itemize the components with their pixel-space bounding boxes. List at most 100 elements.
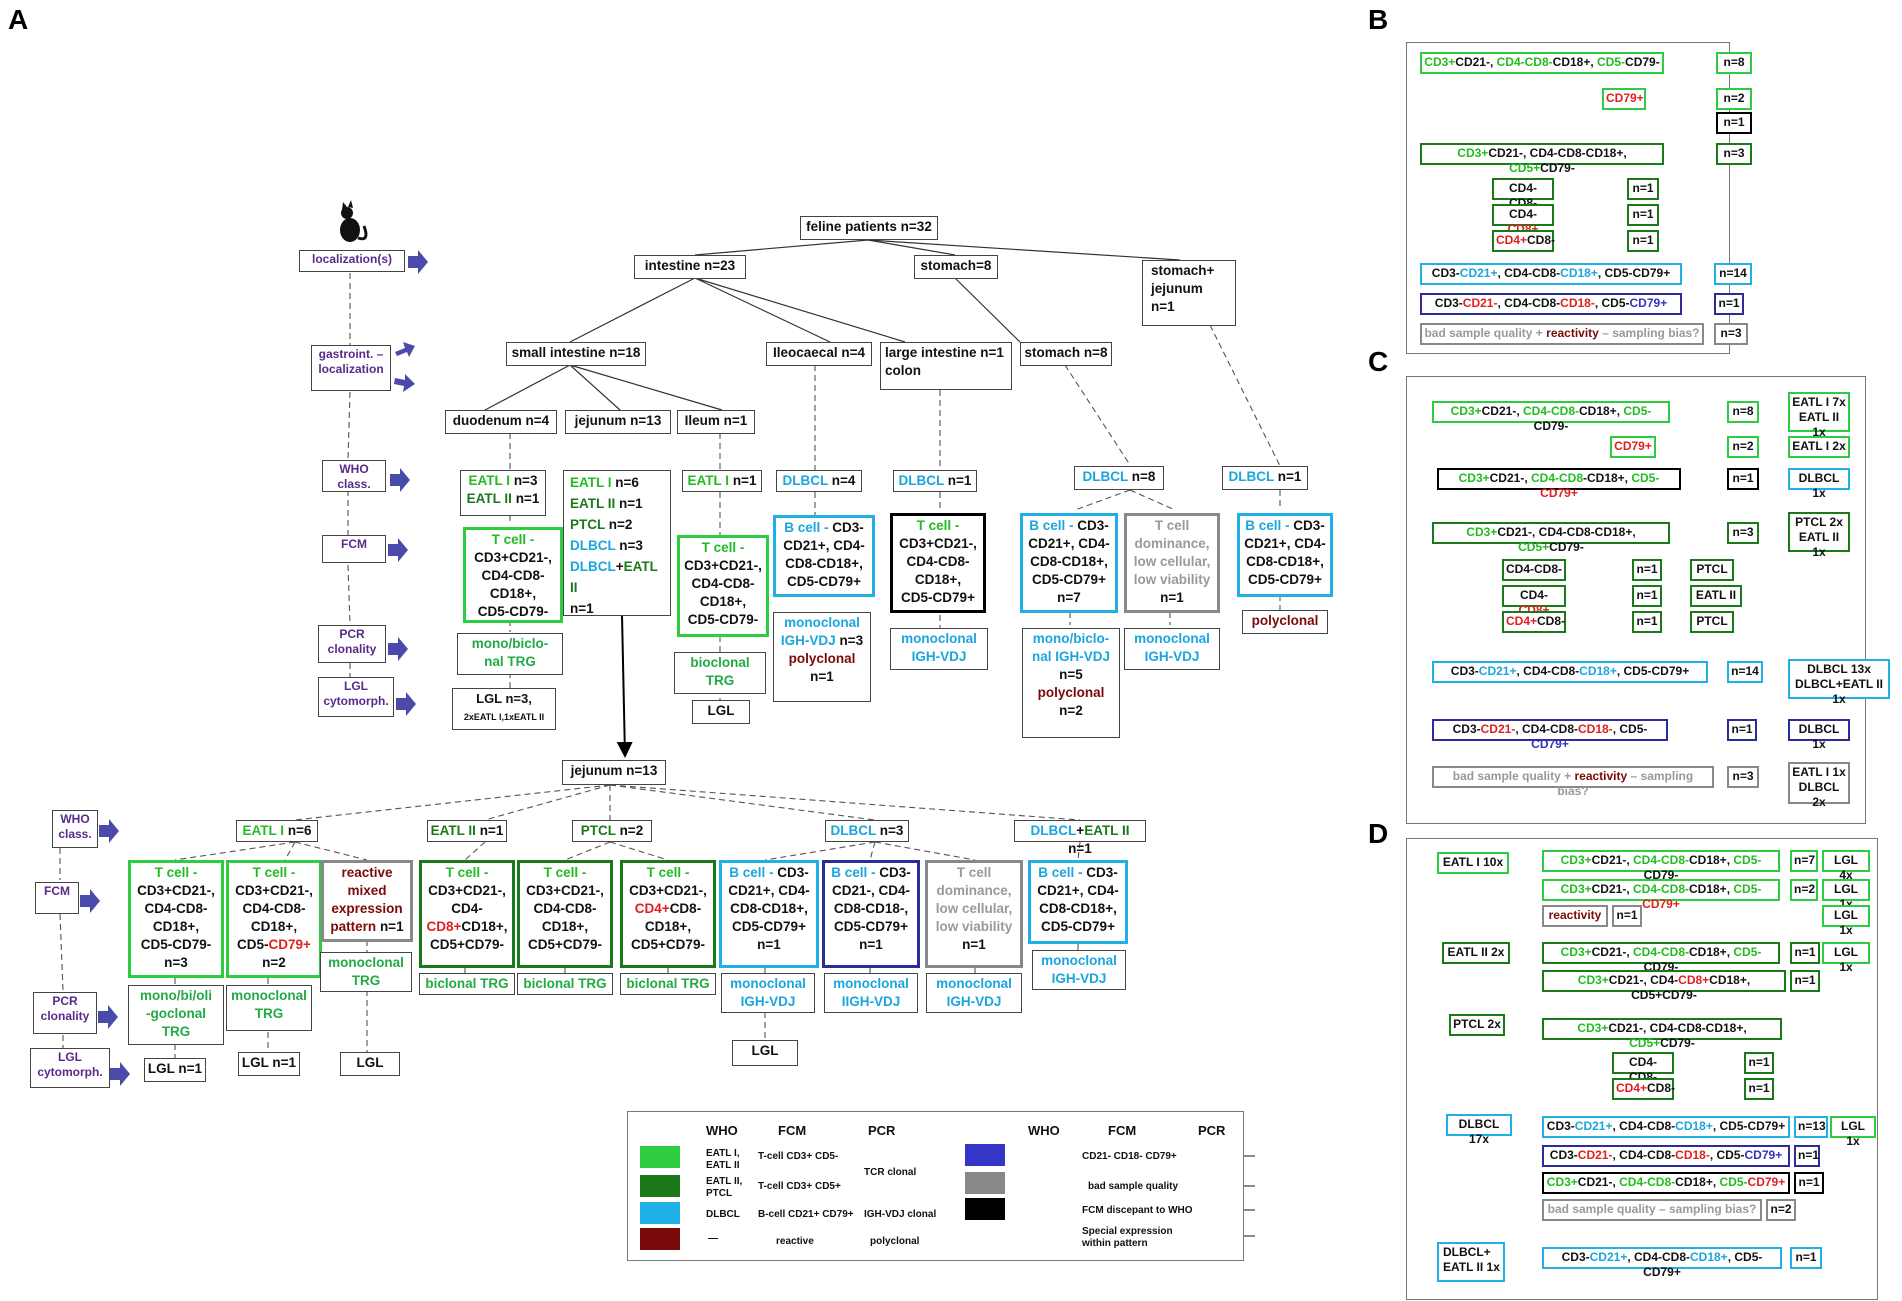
legend-rfcm1: CD21- CD18- CD79+ [1082,1151,1177,1162]
duodenum-node: duodenum n=4 [445,410,557,434]
c-row5: bad sample quality + reactivity – sampli… [1432,766,1714,798]
sidebar-localization: localization(s) [299,250,405,272]
c-n8: n=8 [1727,401,1759,423]
fcm-duodenum: T cell - CD3+CD21-, CD4-CD8- CD18+, CD5-… [463,527,563,623]
b-n3b: n=3 [1714,323,1748,345]
legend-swatch-gray [965,1172,1005,1194]
stomach8-node: stomach n=8 [1020,342,1112,366]
who2-dlbcl: DLBCL n=3 [825,820,909,842]
sidebar-pcr: PCR clonality [318,625,386,663]
b-n14: n=14 [1714,263,1752,285]
b-cd79: CD79+ [1602,88,1646,110]
legend-fcm3: B-cell CD21+ CD79+ [758,1209,854,1220]
d-n1f: n=1 [1794,1145,1820,1167]
pcr2-dlbcl3: monoclonal IGH-VDJ [926,973,1022,1013]
d-row2: CD3+CD21-, CD4-CD8-CD18+, CD5-CD79+ [1542,879,1780,911]
b-n1e: n=1 [1714,293,1744,315]
c-row2: CD3+CD21-, CD4-CD8-CD18+, CD5+CD79- [1432,522,1670,554]
d-eatl10: EATL I 10x [1437,852,1509,874]
c-eatl2: EATL I 2x [1788,436,1850,458]
d-n1e: n=1 [1744,1078,1774,1100]
legend-rfcm2: bad sample quality [1088,1181,1179,1192]
c-dlbcl1b: DLBCL 1x [1788,719,1850,751]
small-intestine-node: small intestine n=18 [506,342,646,366]
jejunum-node: jejunum n=13 [565,410,671,434]
pcr-duodenum: mono/biclo- nal TRG [457,633,563,675]
c-n1a: n=1 [1727,468,1759,490]
pcr2-dlbcl-eatl: monoclonal IGH-VDJ [1032,950,1126,990]
sidebar2-who: WHO class. [52,810,98,848]
pcr2-eatl1a: mono/bi/oli -goclonal TRG [128,985,224,1045]
stomach-node: stomach=8 [914,255,998,279]
c-row1b: CD3+CD21-, CD4-CD8-CD18+, CD5-CD79+ [1437,468,1681,500]
legend-rfcm3: FCM discepant to WHO [1082,1205,1193,1216]
c-cd4: CD4+CD8- [1502,611,1566,633]
d-row10: CD3-CD21+, CD4-CD8-CD18+, CD5-CD79+ [1542,1247,1782,1279]
legend-header-fcm: FCM [778,1123,807,1138]
c-cd8: CD4-CD8+ [1502,585,1566,617]
fcm2-dlbcl3: T cell dominance, low cellular, low viab… [925,860,1023,968]
c-n1c: n=1 [1632,585,1662,607]
legend-rfcm4: Special expression within pattern [1082,1226,1173,1249]
who2-eatl1: EATL I n=6 [236,820,318,842]
legend-header-who2: WHO [1028,1123,1060,1138]
d-row4: CD3+CD21-, CD4-CD8+CD18+, CD5+CD79- [1542,970,1786,1002]
d-n2b: n=2 [1766,1199,1796,1221]
fcm2-ptcl2: T cell - CD3+CD21-, CD4+CD8- CD18+, CD5+… [620,860,716,968]
who-stomach-jej: DLBCL n=1 [1222,466,1308,490]
d-dlbcleatl: DLBCL+ EATL II 1x [1437,1242,1505,1282]
who2-ptcl: PTCL n=2 [572,820,652,842]
b-row2: CD3+CD21-, CD4-CD8-CD18+, CD5+CD79- [1420,143,1664,175]
legend-pcr1: TCR clonal [864,1167,917,1178]
large-intestine-node: large intestine n=1 colon [880,342,1012,390]
fcm-large: T cell - CD3+CD21-, CD4-CD8- CD18+, CD5-… [890,513,986,613]
pcr2-eatl2: biclonal TRG [419,973,515,995]
c-cd79: CD79+ [1610,436,1656,458]
legend-who4: — [708,1233,718,1244]
legend-header-pcr2: PCR [1198,1123,1226,1138]
fcm2-dlbcl-eatl: B cell - CD3- CD21+, CD4- CD8-CD18+, CD5… [1028,860,1128,944]
root-node: feline patients n=32 [800,216,938,240]
fcm2-reactive: reactive mixed expression pattern n=1 [321,860,413,942]
c-ptcl2: PTCL [1690,611,1734,633]
d-n7: n=7 [1790,850,1818,872]
c-eatl2b: EATL II [1690,585,1742,607]
lgl2-eatl1b: LGL n=1 [238,1052,300,1076]
d-row1: CD3+CD21-, CD4-CD8-CD18+, CD5-CD79- [1542,850,1780,882]
b-n8: n=8 [1716,52,1752,74]
legend-who2: EATL II, PTCL [706,1176,743,1199]
b-row3: CD3-CD21+, CD4-CD8-CD18+, CD5-CD79+ [1420,263,1682,285]
pcr2-ptcl1: biclonal TRG [517,973,613,995]
who-stomach: DLBCL n=8 [1074,466,1164,490]
c-n1b: n=1 [1632,559,1662,581]
d-n1c: n=1 [1790,970,1820,992]
b-cd4: CD4+CD8- [1492,230,1555,252]
fcm-stomach-b: B cell - CD3- CD21+, CD4- CD8-CD18+, CD5… [1020,513,1118,613]
pcr-stomach-b: mono/biclo- nal IGH-VDJ n=5 polyclonal n… [1022,628,1120,738]
d-n1h: n=1 [1790,1247,1822,1269]
sidebar2-lgl: LGL cytomorph. [30,1048,110,1088]
c-n2: n=2 [1727,436,1759,458]
c-n1e: n=1 [1727,719,1757,741]
pcr2-ptcl2: biclonal TRG [620,973,716,995]
pcr-stomach-jej: polyclonal [1242,610,1328,634]
b-cd4cd8: CD4-CD8- [1492,178,1554,210]
d-row6: CD3-CD21+, CD4-CD8-CD18+, CD5-CD79+ [1542,1116,1790,1138]
who-ileum: EATL I n=1 [682,470,762,492]
d-n1b: n=1 [1790,942,1820,964]
legend-swatch-black [965,1198,1005,1220]
d-ptcl2x: PTCL 2x [1449,1014,1505,1036]
legend-swatch-navy [965,1144,1005,1166]
who-ileocaecal: DLBCL n=4 [776,470,862,492]
c-cd4cd8: CD4-CD8- [1502,559,1566,581]
pcr-ileocaecal: monoclonal IGH-VDJ n=3 polyclonal n=1 [773,612,871,702]
b-row5: bad sample quality + reactivity – sampli… [1420,323,1704,345]
c-dlbcl13: DLBCL 13x DLBCL+EATL II 1x [1788,659,1890,706]
pcr2-dlbcl2: monoclonal IIGH-VDJ [824,973,918,1013]
d-row9: bad sample quality – sampling bias? [1542,1199,1762,1221]
jejunum2-node: jejunum n=13 [562,760,666,785]
sidebar2-fcm: FCM [35,882,79,914]
legend-who3: DLBCL [706,1209,740,1220]
d-lgl1b: LGL 1x [1822,905,1870,937]
